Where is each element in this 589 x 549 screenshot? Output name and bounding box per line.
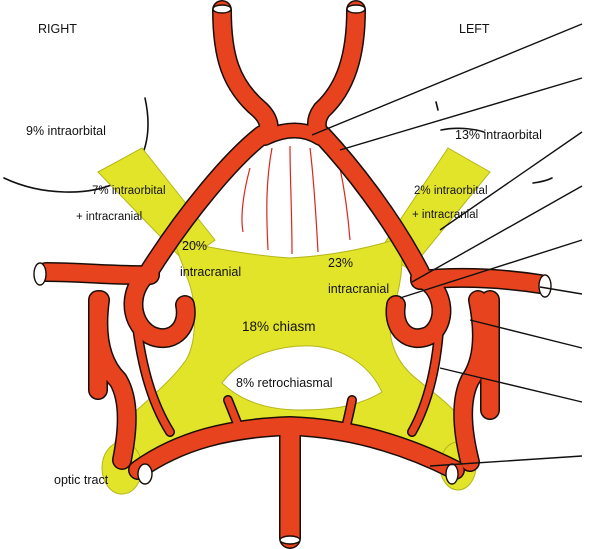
right-canal-label-line1: 7% intraorbital <box>92 185 166 197</box>
right-intraorbital-label: 9% intraorbital <box>26 124 106 138</box>
retrochiasmal-gap <box>221 345 383 411</box>
right-intracranial-percent: 20% <box>182 239 207 253</box>
right-canal-label-line2: + intracranial <box>76 211 142 223</box>
arteries <box>33 0 552 549</box>
chiasm-label: 18% chiasm <box>242 319 316 334</box>
leader-lines <box>311 23 583 467</box>
right-side-label: RIGHT <box>38 22 77 36</box>
left-intraorbital-label: 13% intraorbital <box>455 128 542 142</box>
retrochiasmal-label: 8% retrochiasmal <box>236 376 333 390</box>
optic-tract-label: optic tract <box>54 473 109 487</box>
left-side-label: LEFT <box>459 22 490 36</box>
left-canal-label-line2: + intracranial <box>412 209 478 221</box>
perforating-vessels <box>241 145 351 255</box>
left-canal-label-line1: 2% intraorbital <box>414 185 488 197</box>
right-intracranial-word: intracranial <box>180 265 241 279</box>
left-intracranial-percent: 23% <box>328 256 353 270</box>
left-intracranial-word: intracranial <box>328 282 389 296</box>
vessel-cut-ends <box>33 4 552 545</box>
left-orbit-outline <box>435 101 553 184</box>
